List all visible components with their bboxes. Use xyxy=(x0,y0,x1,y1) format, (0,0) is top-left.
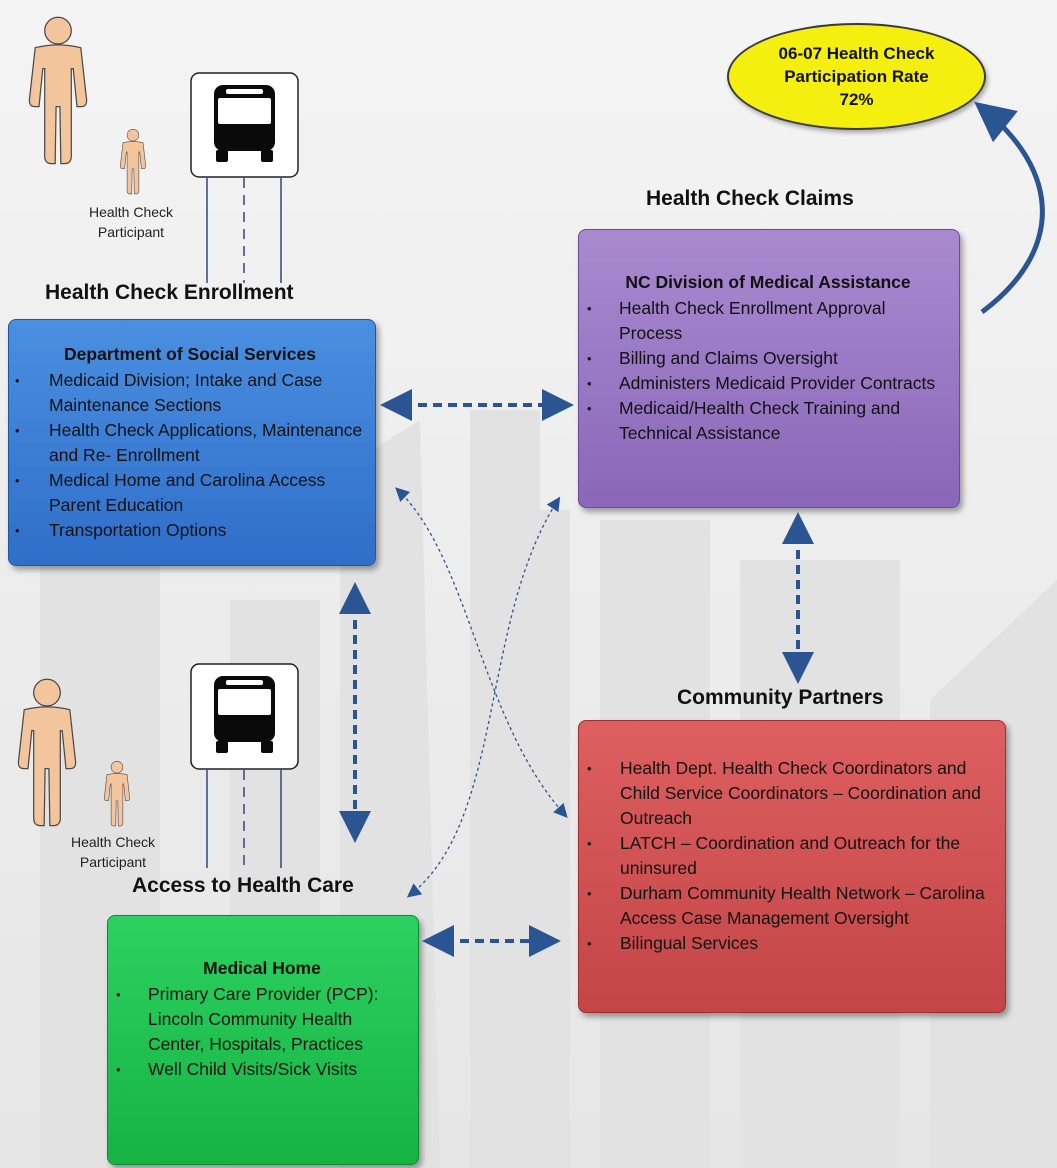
list-item: Billing and Claims Oversight xyxy=(587,346,949,371)
person-adult-icon xyxy=(28,16,88,165)
participant-caption-top: Health Check Participant xyxy=(88,204,174,240)
bus-stop-icon xyxy=(190,663,299,868)
medical-home-box: Medical Home Primary Care Provider (PCP)… xyxy=(107,915,419,1165)
participation-line-3: 72% xyxy=(839,90,874,109)
list-item: Transportation Options xyxy=(15,518,365,543)
participation-line-1: 06-07 Health Check xyxy=(778,44,935,63)
list-item: Health Check Applications, Maintenance a… xyxy=(15,418,365,468)
medical-home-list: Primary Care Provider (PCP): Lincoln Com… xyxy=(116,982,408,1082)
heading-community: Community Partners xyxy=(677,686,884,709)
list-item: LATCH – Coordination and Outreach for th… xyxy=(587,831,995,881)
list-item: Health Dept. Health Check Coordinators a… xyxy=(587,756,995,831)
list-item: Medicaid/Health Check Training and Techn… xyxy=(587,396,949,446)
community-list: Health Dept. Health Check Coordinators a… xyxy=(587,756,995,956)
list-item: Health Check Enrollment Approval Process xyxy=(587,296,949,346)
person-child-icon xyxy=(104,760,130,827)
bus-stop-icon xyxy=(190,72,299,283)
participation-rate-ellipse: 06-07 Health Check Participation Rate 72… xyxy=(727,23,986,130)
dma-box: NC Division of Medical Assistance Health… xyxy=(578,229,960,508)
dss-box: Department of Social Services Medicaid D… xyxy=(8,319,376,566)
list-item: Durham Community Health Network – Caroli… xyxy=(587,881,995,931)
heading-access: Access to Health Care xyxy=(132,874,354,897)
dss-list: Medicaid Division; Intake and Case Maint… xyxy=(15,368,365,543)
participant-caption-bottom: Health Check Participant xyxy=(70,834,156,870)
heading-claims: Health Check Claims xyxy=(646,187,854,210)
list-item: Medical Home and Carolina Access Parent … xyxy=(15,468,365,518)
medical-home-title: Medical Home xyxy=(203,958,321,978)
list-item: Bilingual Services xyxy=(587,931,995,956)
person-adult-icon xyxy=(17,678,77,827)
list-item: Medicaid Division; Intake and Case Maint… xyxy=(15,368,365,418)
heading-enrollment: Health Check Enrollment xyxy=(45,281,294,304)
list-item: Well Child Visits/Sick Visits xyxy=(116,1057,408,1082)
list-item: Primary Care Provider (PCP): Lincoln Com… xyxy=(116,982,408,1057)
dma-list: Health Check Enrollment Approval Process… xyxy=(587,296,949,446)
community-partners-box: Health Dept. Health Check Coordinators a… xyxy=(578,720,1006,1013)
list-item: Administers Medicaid Provider Contracts xyxy=(587,371,949,396)
person-child-icon xyxy=(120,128,146,195)
participation-line-2: Participation Rate xyxy=(784,67,929,86)
dma-title: NC Division of Medical Assistance xyxy=(625,272,911,292)
dss-title: Department of Social Services xyxy=(64,344,316,364)
